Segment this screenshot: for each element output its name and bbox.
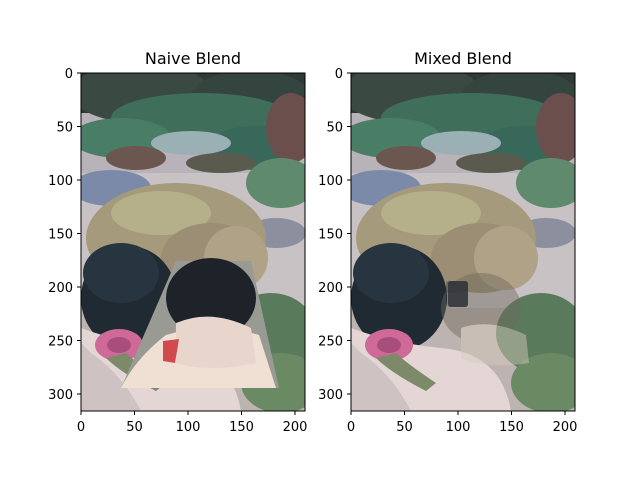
- right-panel-title: Mixed Blend: [414, 49, 512, 68]
- left-x-tick-label: 0: [77, 420, 85, 435]
- left-axes: Naive Blend 0 50 100 150 200 0 50 100: [48, 49, 308, 435]
- right-x-axis: 0 50 100 150 200: [347, 411, 578, 435]
- left-y-tick-label: 300: [48, 388, 73, 403]
- left-y-tick-label: 0: [65, 67, 73, 82]
- left-y-tick-label: 100: [48, 174, 73, 189]
- left-axes-frame: [80, 72, 306, 412]
- left-panel-title: Naive Blend: [145, 49, 241, 68]
- right-y-tick-label: 200: [318, 281, 343, 296]
- right-y-tick-label: 100: [318, 174, 343, 189]
- right-x-tick-label: 50: [396, 420, 413, 435]
- right-x-tick-label: 200: [553, 420, 578, 435]
- right-y-axis: 0 50 100 150 200 250 300: [318, 67, 351, 403]
- left-y-tick-label: 200: [48, 281, 73, 296]
- right-x-tick-label: 150: [499, 420, 524, 435]
- right-x-tick-label: 0: [347, 420, 355, 435]
- left-image: [81, 73, 305, 411]
- left-y-tick-label: 50: [56, 121, 73, 136]
- left-x-tick-label: 100: [176, 420, 201, 435]
- right-y-tick-label: 50: [326, 121, 343, 136]
- right-y-tick-label: 250: [318, 335, 343, 350]
- right-y-tick-label: 300: [318, 388, 343, 403]
- right-axes: Mixed Blend 0 50 100 150 200 0 50 100 15…: [318, 49, 578, 435]
- right-y-tick-label: 150: [318, 228, 343, 243]
- left-y-tick-label: 150: [48, 228, 73, 243]
- left-x-tick-label: 50: [126, 420, 143, 435]
- right-image: [351, 73, 575, 411]
- left-y-tick-label: 250: [48, 335, 73, 350]
- right-y-tick-label: 0: [335, 67, 343, 82]
- left-x-axis: 0 50 100 150 200: [77, 411, 308, 435]
- pasted-patch: [121, 258, 279, 388]
- right-axes-frame: [350, 72, 576, 412]
- left-x-tick-label: 200: [283, 420, 308, 435]
- left-y-axis: 0 50 100 150 200 250 300: [48, 67, 81, 403]
- right-x-tick-label: 100: [446, 420, 471, 435]
- left-x-tick-label: 150: [229, 420, 254, 435]
